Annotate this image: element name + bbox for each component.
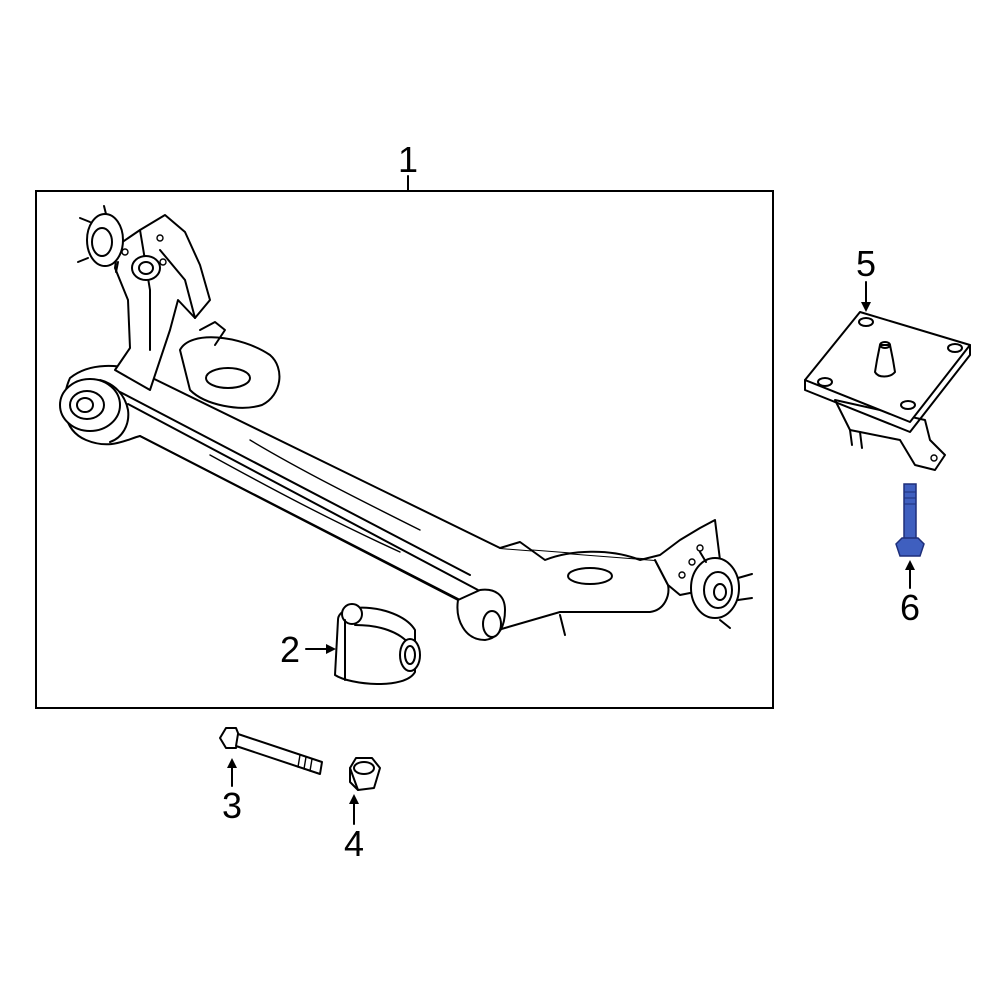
axle-bushing-icon[interactable] xyxy=(334,603,421,685)
arrow-3 xyxy=(227,758,237,768)
mount-bracket-icon[interactable] xyxy=(804,311,971,471)
arrow-4 xyxy=(349,794,359,804)
assembly-frame xyxy=(35,190,774,709)
pivot-bolt-icon[interactable] xyxy=(219,727,323,775)
callout-5[interactable]: 5 xyxy=(856,243,876,284)
arrow-2 xyxy=(326,644,336,654)
callout-4[interactable]: 4 xyxy=(344,823,364,864)
arrow-5 xyxy=(861,302,871,312)
callout-2[interactable]: 2 xyxy=(280,629,300,670)
callout-3[interactable]: 3 xyxy=(222,785,242,826)
rear-axle-beam-icon[interactable] xyxy=(59,205,753,641)
bracket-bolt-icon[interactable] xyxy=(895,483,925,557)
callout-1[interactable]: 1 xyxy=(398,139,418,180)
flange-nut-icon[interactable] xyxy=(349,757,381,791)
callout-6[interactable]: 6 xyxy=(900,587,920,628)
arrow-6 xyxy=(905,560,915,570)
